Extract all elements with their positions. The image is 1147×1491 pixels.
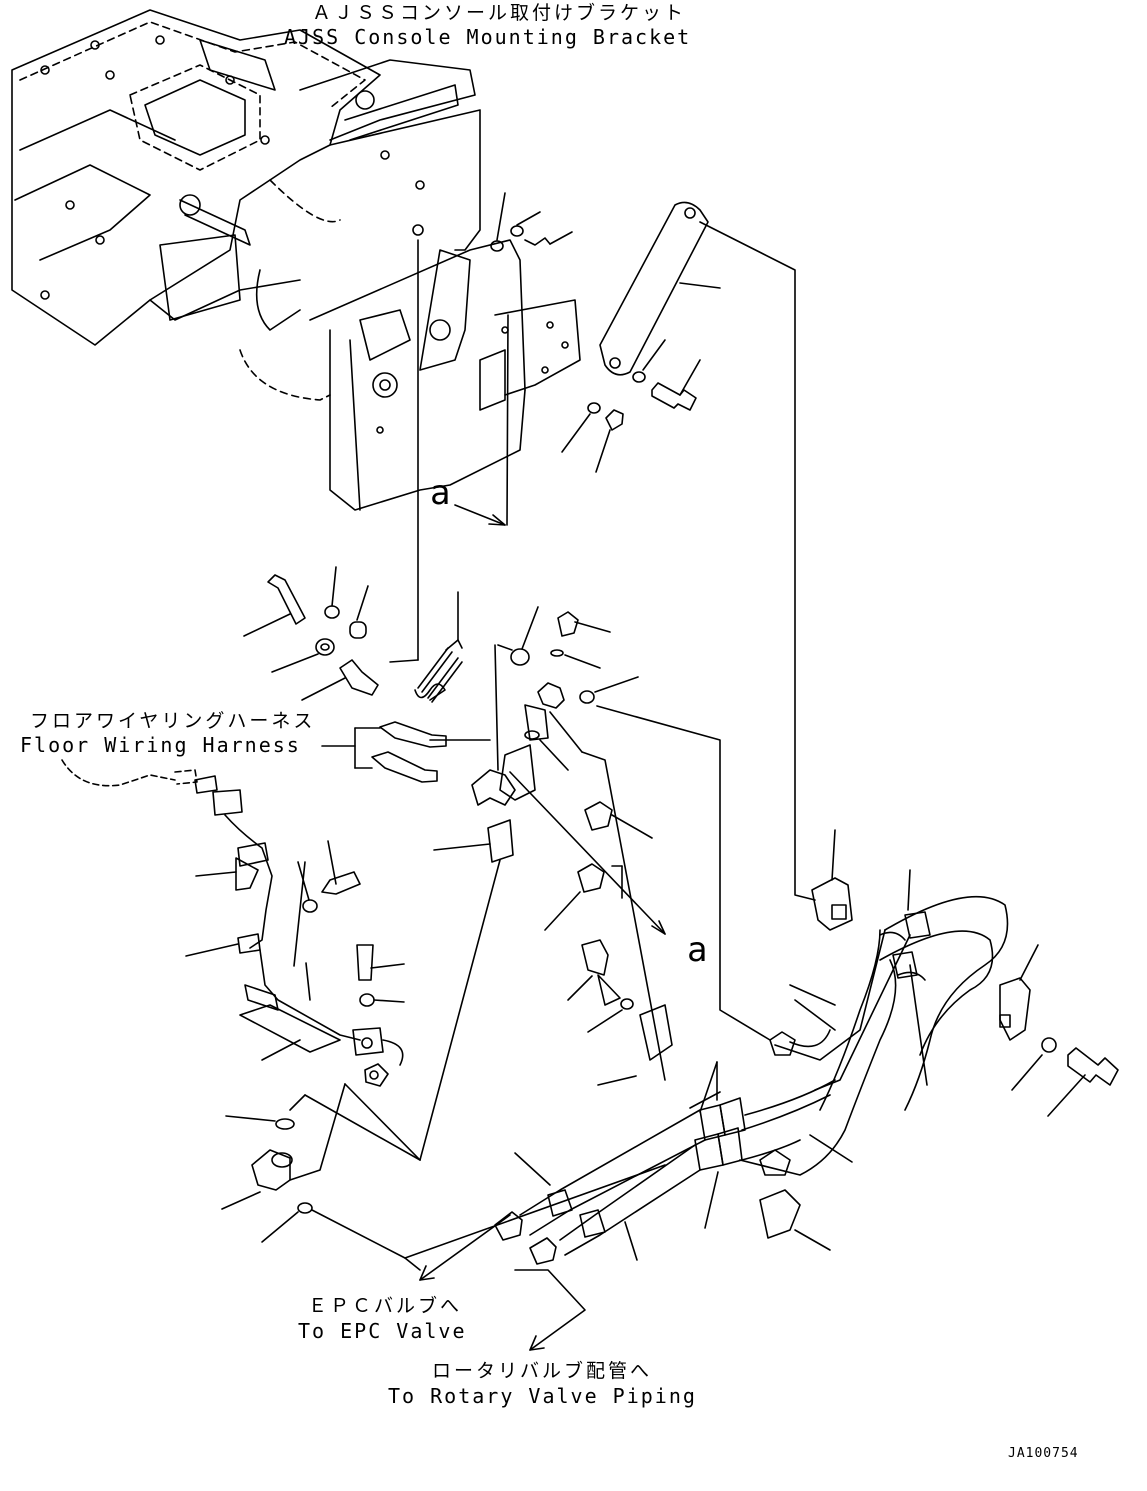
pressure-switch-lower-left[interactable] — [222, 1084, 665, 1270]
ajss-bracket-label-en: AJSS Console Mounting Bracket — [284, 25, 692, 49]
reference-a-top: a — [430, 473, 451, 513]
pressure-switch-bracket[interactable] — [420, 745, 535, 1160]
clamps-middle[interactable] — [545, 802, 652, 930]
lever-rod[interactable] — [244, 575, 305, 636]
floor-harness-label-en: Floor Wiring Harness — [20, 733, 301, 757]
epc-valve-label-en: To EPC Valve — [298, 1319, 467, 1343]
rotary-valve-label-en: To Rotary Valve Piping — [388, 1384, 697, 1408]
solenoid-valve-fitting[interactable] — [525, 683, 582, 752]
floor-wiring-harness[interactable] — [62, 760, 404, 1086]
mounting-bracket-arm[interactable] — [600, 202, 720, 374]
drawing-code: JA100754 — [1008, 1446, 1079, 1461]
ajss-bracket-label-jp: ＡＪＳＳコンソール取付けブラケット — [312, 2, 687, 24]
small-fittings-middle[interactable] — [272, 567, 638, 770]
return-spring[interactable] — [415, 592, 462, 702]
washers-and-bolts-upper[interactable] — [491, 193, 700, 472]
rotary-valve-label-jp: ロータリバルブ配管へ — [432, 1360, 653, 1382]
epc-valve-label-jp: ＥＰＣバルブへ — [308, 1295, 463, 1317]
reference-a-bottom: a — [687, 930, 708, 970]
floor-harness-label-jp: フロアワイヤリングハーネス — [30, 710, 316, 732]
ajss-console-assembly — [12, 10, 580, 510]
leader-lines-middle — [390, 240, 512, 770]
reference-arrows — [455, 315, 665, 934]
hose-connector-pins[interactable] — [322, 722, 446, 782]
long-leader-lines — [345, 222, 815, 1160]
hose-clamps-right[interactable] — [568, 830, 1118, 1250]
hydraulic-hose-assembly[interactable] — [495, 870, 1008, 1264]
